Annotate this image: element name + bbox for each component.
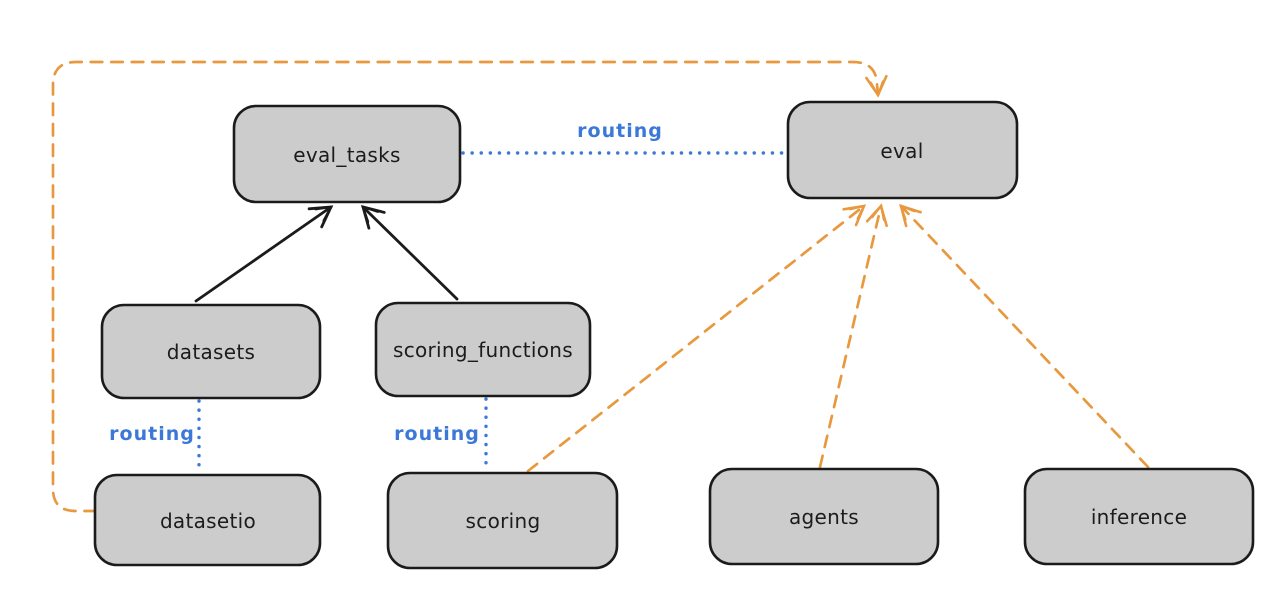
edge-scoring-functions-to-eval-tasks-arrow bbox=[361, 205, 459, 301]
node-scoring-functions-label: scoring_functions bbox=[393, 338, 573, 362]
node-scoring-functions-box bbox=[374, 301, 592, 398]
node-eval-tasks-box bbox=[232, 104, 462, 204]
node-scoring-functions: scoring_functions bbox=[374, 301, 592, 398]
routing-label-scoring-functions-scoring: routing bbox=[394, 423, 480, 445]
routing-label-eval-tasks-eval: routing bbox=[577, 120, 663, 142]
node-scoring-box bbox=[386, 471, 619, 570]
edge-inference-to-eval-dashed-arrow bbox=[899, 204, 1150, 469]
node-eval-tasks-label: eval_tasks bbox=[293, 143, 400, 167]
edge-datasetio-to-eval-dashed-arrow bbox=[51, 60, 888, 513]
node-eval: eval bbox=[786, 100, 1019, 200]
node-inference-box bbox=[1023, 467, 1255, 566]
node-eval-label: eval bbox=[880, 139, 923, 163]
node-datasets: datasets bbox=[100, 303, 322, 400]
node-inference-label: inference bbox=[1091, 505, 1187, 529]
node-eval-box bbox=[786, 100, 1019, 200]
edge-scoring-to-eval-dashed-arrow bbox=[526, 204, 867, 473]
node-agents-label: agents bbox=[789, 505, 859, 529]
edge-agents-to-eval-dashed-arrow bbox=[818, 203, 888, 469]
node-scoring-label: scoring bbox=[466, 509, 541, 533]
node-datasets-box bbox=[100, 303, 322, 400]
node-eval-tasks: eval_tasks bbox=[232, 104, 462, 204]
node-scoring: scoring bbox=[386, 471, 619, 570]
edge-datasets-to-eval-tasks-arrow bbox=[194, 205, 334, 303]
node-datasets-label: datasets bbox=[167, 340, 255, 364]
node-inference: inference bbox=[1023, 467, 1255, 566]
node-agents-box bbox=[708, 467, 940, 566]
node-datasetio-box bbox=[93, 473, 322, 567]
node-datasetio: datasetio bbox=[93, 473, 322, 567]
node-agents: agents bbox=[708, 467, 940, 566]
node-datasetio-label: datasetio bbox=[160, 509, 256, 533]
routing-label-datasets-datasetio: routing bbox=[109, 423, 195, 445]
